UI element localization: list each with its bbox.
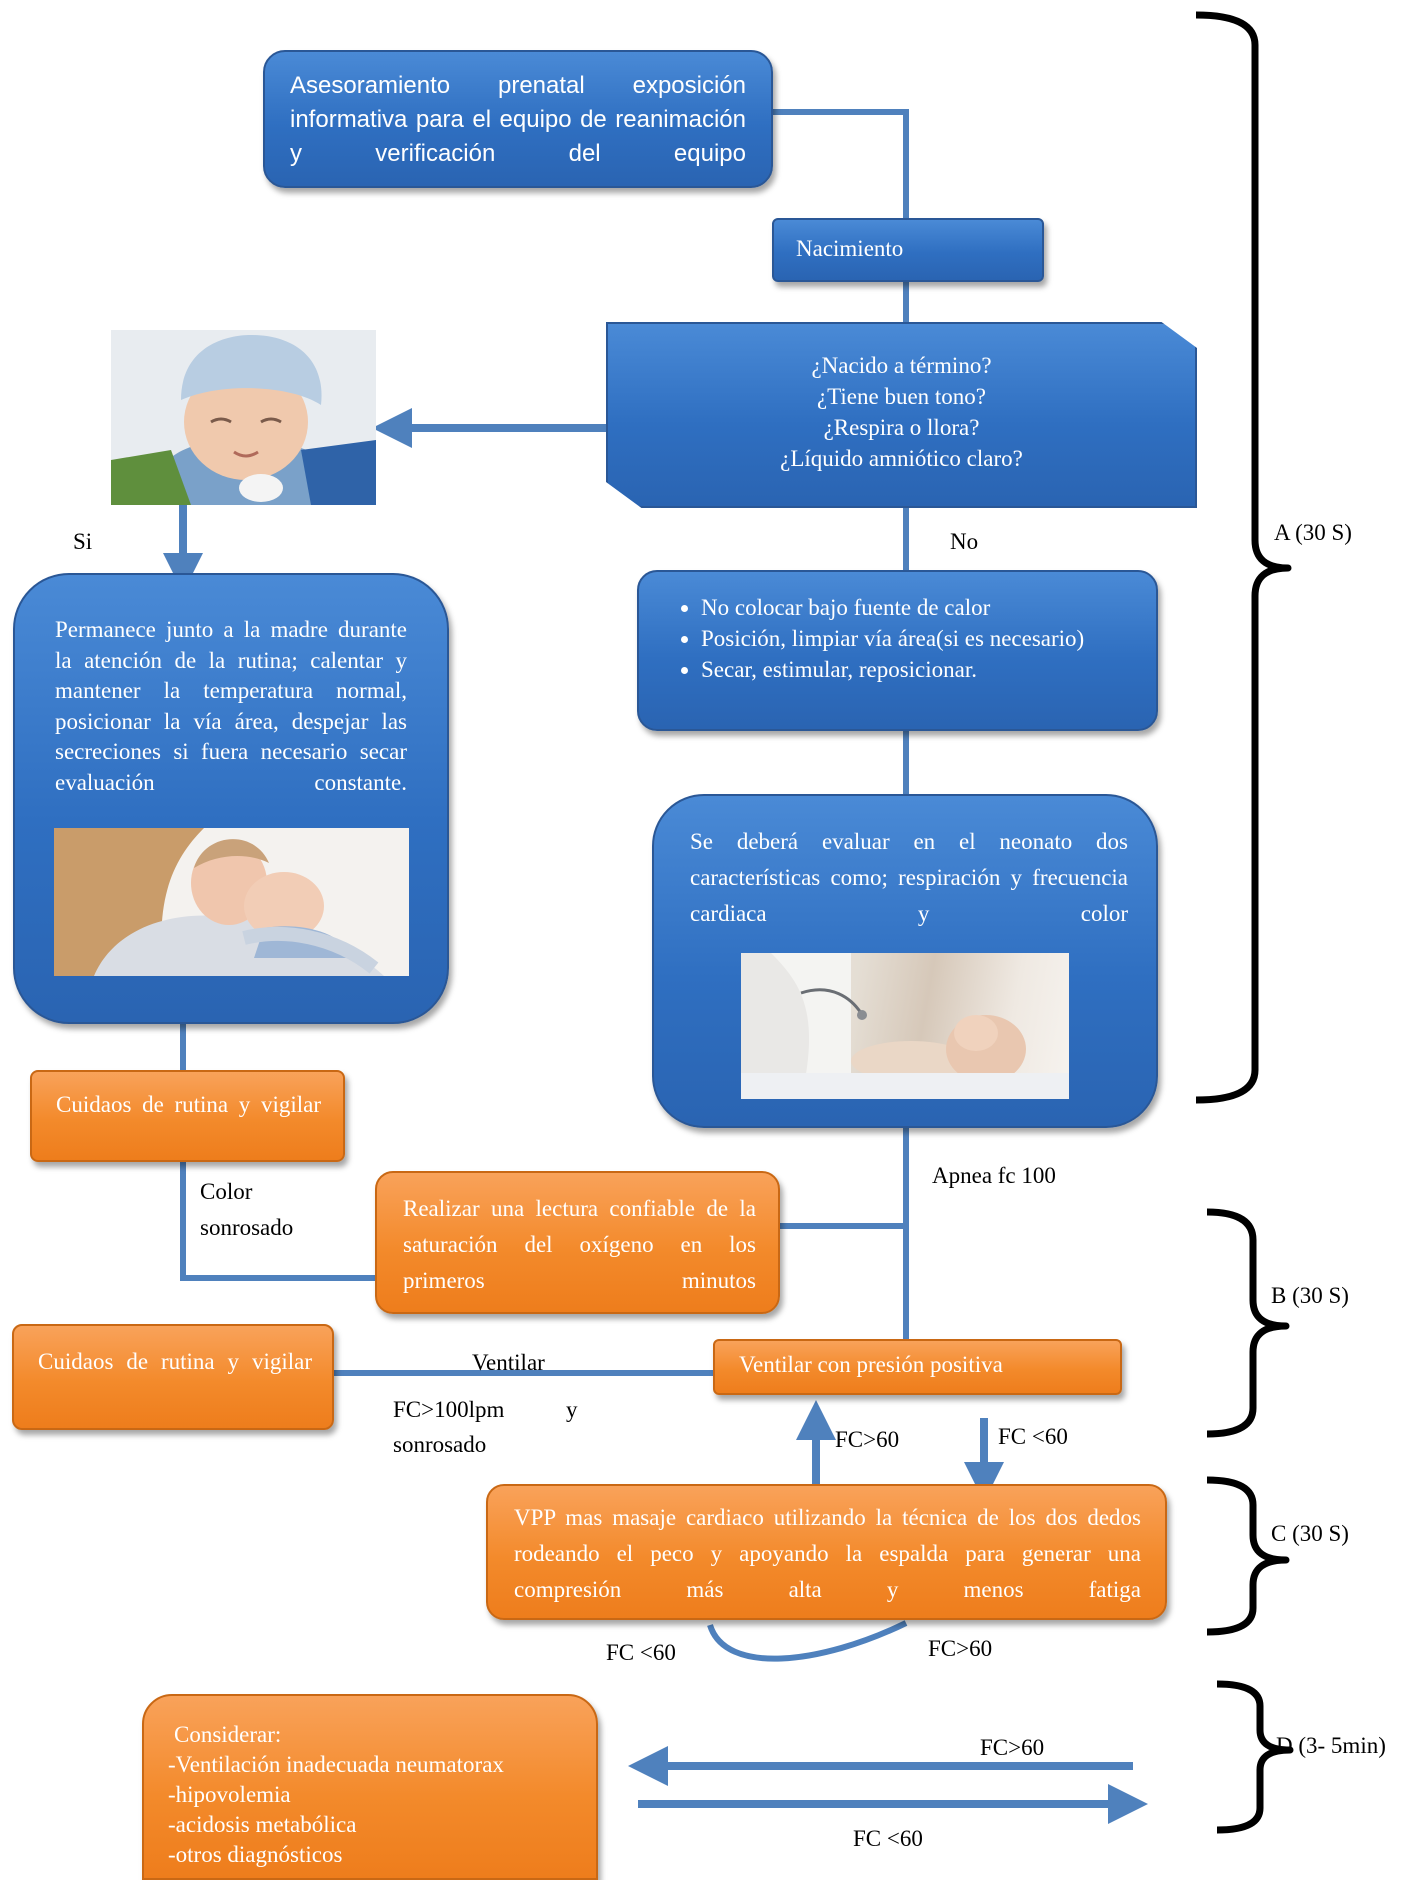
label-fc-lt60-down: FC <60 <box>998 1424 1068 1449</box>
label-si: Si <box>73 529 93 554</box>
consider-title: Considerar: <box>174 1722 282 1747</box>
question-tone: ¿Tiene buen tono? <box>816 384 987 409</box>
phase-b-label: B (30 S) <box>1271 1283 1349 1308</box>
phase-a-label: A (30 S) <box>1274 520 1352 545</box>
label-sonrosado: sonrosado <box>200 1215 294 1240</box>
stay-with-mother-text: Permanece junto a la madre durante la at… <box>55 617 407 795</box>
label-fc-lt60-right: FC <60 <box>853 1826 923 1851</box>
label-sonrosado-2: sonrosado <box>393 1432 487 1457</box>
positive-pressure-ventilation-text: Ventilar con presión positiva <box>739 1352 1003 1377</box>
phase-d-label: D (3- 5min) <box>1276 1733 1386 1758</box>
label-fc-lt60-loop: FC <60 <box>606 1640 676 1665</box>
birth-text: Nacimiento <box>796 236 904 261</box>
birth-box: Nacimiento <box>772 218 1044 282</box>
routine-care-box-1: Cuidaos de rutina y vigilar <box>30 1070 345 1162</box>
bracket-d <box>1216 1680 1294 1834</box>
label-apnea: Apnea fc 100 <box>932 1163 1056 1188</box>
initial-steps-box: No colocar bajo fuente de calor Posición… <box>637 570 1158 731</box>
label-color: Color <box>200 1179 253 1204</box>
question-term: ¿Nacido a término? <box>811 353 992 378</box>
label-fc-gt60-loop: FC>60 <box>928 1636 993 1661</box>
mother-baby-photo <box>54 828 409 976</box>
step-airway: Posición, limpiar vía área(si es necesar… <box>701 623 1134 654</box>
label-fc-gt60-up: FC>60 <box>835 1427 900 1452</box>
label-fc-over-100: FC>100lpm <box>393 1397 505 1422</box>
connector-routine-saturation <box>180 1162 375 1281</box>
routine-care-text-2: Cuidaos de rutina y vigilar <box>38 1349 312 1374</box>
consider-box: Considerar: -Ventilación inadecuada neum… <box>142 1694 598 1880</box>
initial-questions-box: ¿Nacido a término? ¿Tiene buen tono? ¿Re… <box>606 322 1197 508</box>
ppv-cardiac-massage-box: VPP mas masaje cardiaco utilizando la té… <box>486 1484 1167 1620</box>
oxygen-saturation-box: Realizar una lectura confiable de la sat… <box>375 1171 780 1314</box>
bracket-b <box>1206 1208 1290 1438</box>
label-no: No <box>950 529 979 554</box>
question-amniotic: ¿Líquido amniótico claro? <box>780 446 1023 471</box>
routine-care-box-2: Cuidaos de rutina y vigilar <box>12 1324 334 1430</box>
connector-prenatal-birth <box>773 109 909 218</box>
step-dry-stimulate: Secar, estimular, reposicionar. <box>701 654 1134 685</box>
prenatal-counseling-text: Asesoramiento prenatal exposición inform… <box>290 72 746 167</box>
ppv-cardiac-massage-text: VPP mas masaje cardiaco utilizando la té… <box>514 1505 1141 1602</box>
routine-care-text-1: Cuidaos de rutina y vigilar <box>56 1092 321 1117</box>
label-fc-gt60-right: FC>60 <box>980 1735 1045 1760</box>
newborn-photo <box>111 330 376 505</box>
label-fc-over-100-y: y <box>566 1397 578 1422</box>
oxygen-saturation-text: Realizar una lectura confiable de la sat… <box>403 1196 756 1293</box>
consider-item-other: -otros diagnósticos <box>168 1842 343 1867</box>
prenatal-counseling-box: Asesoramiento prenatal exposición inform… <box>263 50 773 188</box>
phase-c-label: C (30 S) <box>1271 1521 1349 1546</box>
consider-item-hypovolemia: -hipovolemia <box>168 1782 291 1807</box>
label-ventilar: Ventilar <box>472 1350 545 1375</box>
question-breathing: ¿Respira o llora? <box>823 415 980 440</box>
doctor-exam-photo <box>741 953 1069 1099</box>
connector-loop-curve <box>707 1620 908 1662</box>
bracket-c <box>1206 1476 1290 1636</box>
step-no-heat: No colocar bajo fuente de calor <box>701 592 1134 623</box>
consider-item-acidosis: -acidosis metabólica <box>168 1812 357 1837</box>
bracket-a <box>1195 11 1292 1104</box>
evaluate-text: Se deberá evaluar en el neonato dos cara… <box>690 829 1128 926</box>
positive-pressure-ventilation-box: Ventilar con presión positiva <box>713 1339 1122 1395</box>
consider-item-ventilation: -Ventilación inadecuada neumatorax <box>168 1752 504 1777</box>
